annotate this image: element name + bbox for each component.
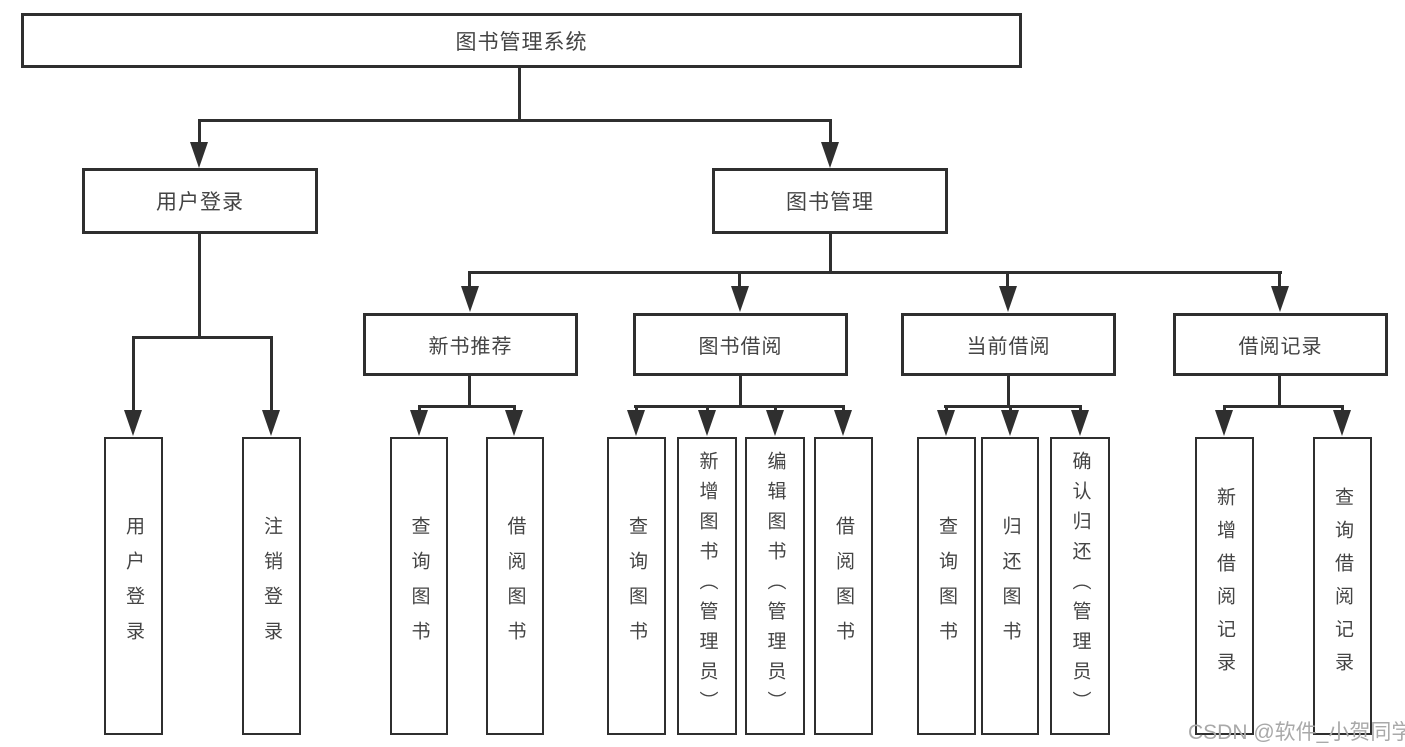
leaf-return-books: 归还图书 <box>981 437 1039 735</box>
node-borrowing-records-label: 借阅记录 <box>1238 336 1323 358</box>
leaf-add-books-admin: 新增图书（管理员） <box>677 437 737 735</box>
node-user-login: 用户登录 <box>82 168 318 234</box>
connector-drop-leaf <box>706 405 709 413</box>
connector-drop-leaf <box>945 405 948 413</box>
connector-drop-leaf <box>1009 405 1012 413</box>
leaf-borrow-books-label: 借阅图书 <box>833 516 854 656</box>
connector-drop-leaf <box>418 405 421 413</box>
node-new-book-recommendation-label: 新书推荐 <box>428 336 513 358</box>
connector-level2-hline <box>468 271 1282 274</box>
arrow-down-icon <box>410 410 428 436</box>
connector-book-borrowing-hline <box>634 405 845 408</box>
connector-drop-leaf <box>774 405 777 413</box>
leaf-query-books-current: 查询图书 <box>917 437 976 735</box>
leaf-add-borrow-record-label: 新增借阅记录 <box>1214 487 1235 685</box>
leaf-logout: 注销登录 <box>242 437 301 735</box>
connector-drop-current-borrowing <box>1006 271 1009 287</box>
node-book-management-label: 图书管理 <box>786 191 874 214</box>
leaf-borrow-books-recommend-label: 借阅图书 <box>504 516 526 656</box>
connector-drop-leaf <box>1341 405 1344 413</box>
connector-drop-book-borrowing <box>738 271 741 287</box>
node-borrowing-records: 借阅记录 <box>1173 313 1388 376</box>
connector-book-borrowing-stem <box>739 376 742 407</box>
arrow-down-icon <box>1271 286 1289 312</box>
arrow-down-icon <box>505 410 523 436</box>
leaf-edit-books-admin-label: 编辑图书（管理员） <box>764 451 786 721</box>
arrow-down-icon <box>937 410 955 436</box>
connector-drop-leaf <box>842 405 845 413</box>
connector-drop-leaf <box>635 405 638 413</box>
arrow-down-icon <box>461 286 479 312</box>
node-book-borrowing: 图书借阅 <box>633 313 848 376</box>
connector-borrowing-records-stem <box>1278 376 1281 407</box>
node-user-login-label: 用户登录 <box>156 191 244 214</box>
connector-drop-user-login <box>198 119 201 145</box>
arrow-down-icon <box>1333 410 1351 436</box>
connector-current-borrowing-stem <box>1007 376 1010 407</box>
leaf-user-login-label: 用户登录 <box>123 516 144 656</box>
arrow-down-icon <box>627 410 645 436</box>
leaf-borrow-books-recommend: 借阅图书 <box>486 437 544 735</box>
connector-borrowing-records-hline <box>1223 405 1344 408</box>
node-current-borrowing: 当前借阅 <box>901 313 1116 376</box>
node-root-library-management-system: 图书管理系统 <box>21 13 1022 68</box>
connector-drop-leaf-logout <box>270 336 273 411</box>
csdn-watermark: CSDN @软件_小贺同学 <box>1188 721 1405 744</box>
connector-new-book-hline <box>418 405 516 408</box>
node-new-book-recommendation: 新书推荐 <box>363 313 578 376</box>
leaf-add-borrow-record: 新增借阅记录 <box>1195 437 1254 735</box>
connector-book-management-stem <box>829 234 832 273</box>
arrow-down-icon <box>834 410 852 436</box>
arrow-down-icon <box>821 142 839 168</box>
arrow-down-icon <box>190 142 208 168</box>
connector-user-login-hline <box>132 336 273 339</box>
connector-drop-leaf-user-login <box>132 336 135 411</box>
leaf-query-books-current-label: 查询图书 <box>936 516 957 656</box>
connector-root-hline <box>198 119 832 122</box>
leaf-query-books-borrowing: 查询图书 <box>607 437 666 735</box>
leaf-query-books-recommend: 查询图书 <box>390 437 448 735</box>
connector-root-stem <box>518 68 521 120</box>
connector-current-borrowing-hline <box>944 405 1081 408</box>
connector-drop-book-management <box>829 119 832 145</box>
arrow-down-icon <box>766 410 784 436</box>
connector-new-book-stem <box>468 376 471 407</box>
leaf-query-books-borrowing-label: 查询图书 <box>626 516 647 656</box>
leaf-logout-label: 注销登录 <box>261 516 282 656</box>
arrow-down-icon <box>698 410 716 436</box>
leaf-add-books-admin-label: 新增图书（管理员） <box>696 451 718 721</box>
arrow-down-icon <box>999 286 1017 312</box>
leaf-return-books-label: 归还图书 <box>999 516 1021 656</box>
leaf-edit-books-admin: 编辑图书（管理员） <box>745 437 805 735</box>
connector-drop-leaf <box>1223 405 1226 413</box>
arrow-down-icon <box>731 286 749 312</box>
arrow-down-icon <box>1001 410 1019 436</box>
connector-drop-borrowing-records <box>1278 271 1281 287</box>
connector-drop-new-book <box>468 271 471 287</box>
node-current-borrowing-label: 当前借阅 <box>966 336 1051 358</box>
arrow-down-icon <box>1071 410 1089 436</box>
node-book-management: 图书管理 <box>712 168 948 234</box>
connector-drop-leaf <box>513 405 516 413</box>
node-book-borrowing-label: 图书借阅 <box>698 336 783 358</box>
node-root-label: 图书管理系统 <box>455 30 588 54</box>
connector-drop-leaf <box>1079 405 1082 413</box>
arrow-down-icon <box>262 410 280 436</box>
arrow-down-icon <box>124 410 142 436</box>
leaf-query-borrow-record: 查询借阅记录 <box>1313 437 1372 735</box>
leaf-query-books-recommend-label: 查询图书 <box>408 516 430 656</box>
connector-user-login-stem <box>198 234 201 338</box>
leaf-query-borrow-record-label: 查询借阅记录 <box>1332 487 1353 685</box>
arrow-down-icon <box>1215 410 1233 436</box>
leaf-confirm-return-admin: 确认归还（管理员） <box>1050 437 1110 735</box>
leaf-confirm-return-admin-label: 确认归还（管理员） <box>1069 451 1091 721</box>
leaf-borrow-books: 借阅图书 <box>814 437 873 735</box>
leaf-user-login: 用户登录 <box>104 437 163 735</box>
